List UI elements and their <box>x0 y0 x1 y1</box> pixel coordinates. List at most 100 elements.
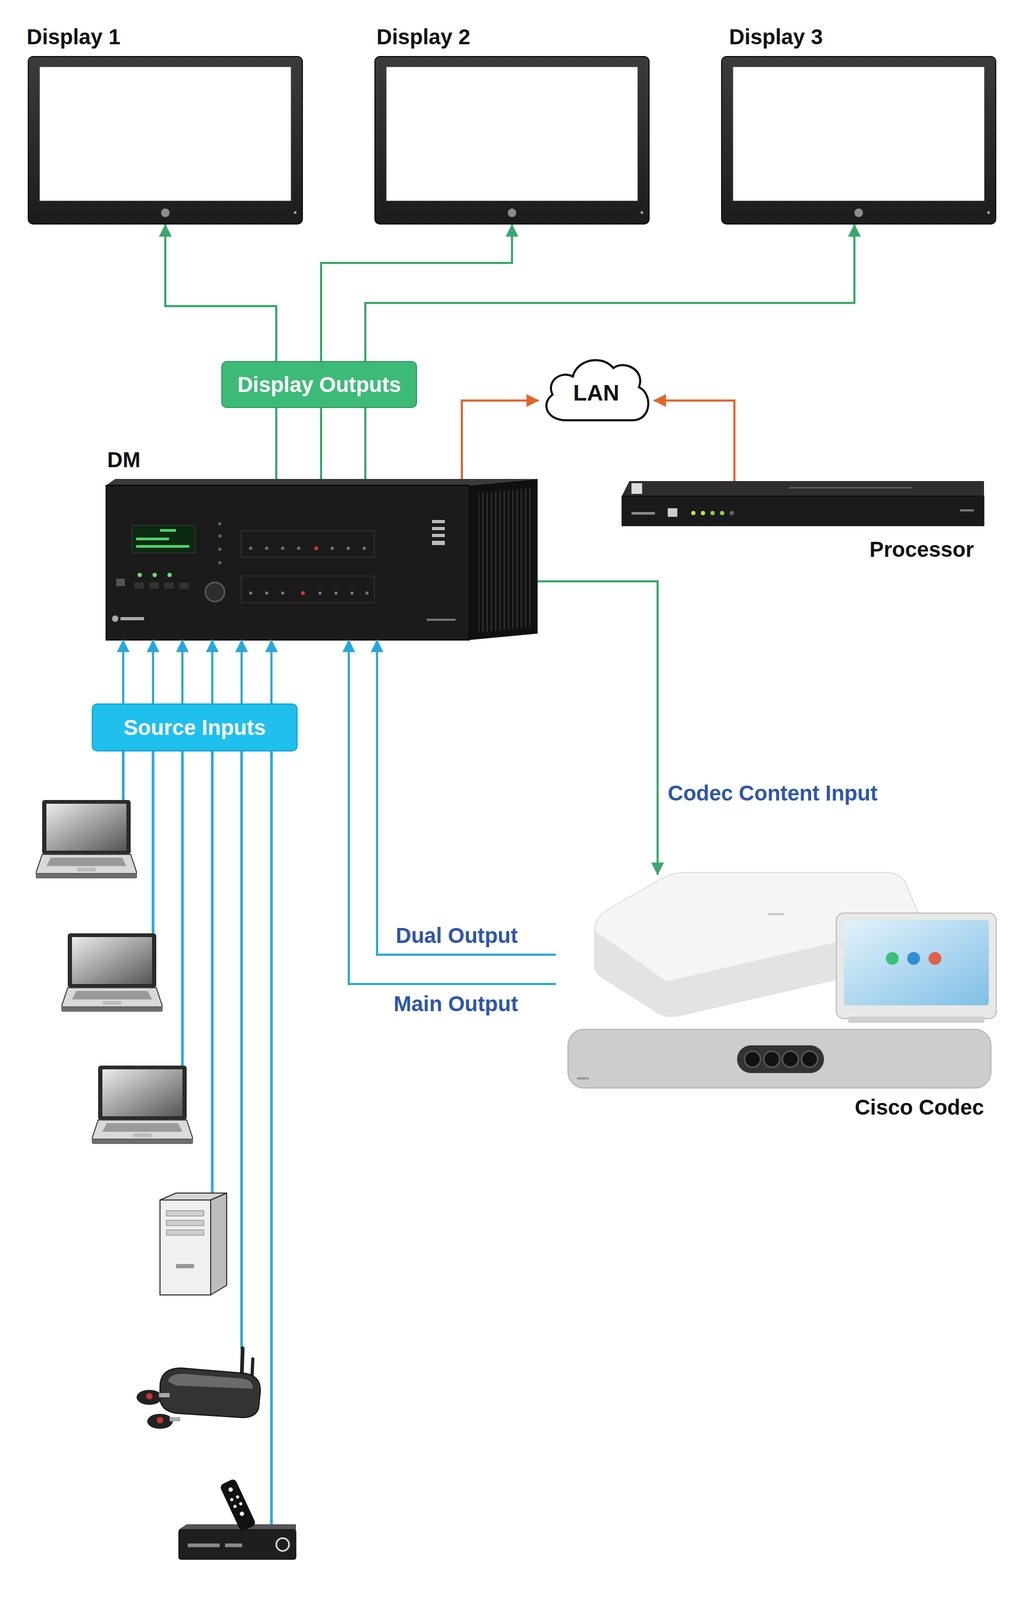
output-leds <box>334 591 338 595</box>
logo-mark <box>432 533 445 538</box>
connector <box>320 408 323 479</box>
processor-logo <box>631 512 655 515</box>
touch-panel-stand <box>848 1016 985 1023</box>
power-led <box>640 211 644 214</box>
connector <box>377 640 556 955</box>
monitor-screen <box>732 66 985 202</box>
logo-mark <box>432 540 445 546</box>
output-leds <box>365 591 369 595</box>
logo-mark <box>432 526 445 531</box>
presenter-base <box>160 1368 261 1418</box>
camera-lens <box>801 1051 818 1068</box>
input-leds <box>362 546 366 550</box>
output-leds <box>249 591 253 595</box>
input-button-row <box>241 530 375 558</box>
video-codec: Cisco Codec <box>555 874 1011 1094</box>
edge-label: Codec Content Input <box>667 781 878 805</box>
camera-housing <box>737 1045 824 1074</box>
cloud-outline <box>546 360 648 421</box>
control-processor-illustration <box>621 481 984 526</box>
connector <box>240 640 243 704</box>
logo-mark <box>432 520 445 524</box>
power-led <box>293 211 297 214</box>
processor-trim <box>789 486 912 489</box>
output-leds <box>318 591 322 595</box>
drive-bay <box>166 1210 204 1216</box>
remote-button <box>233 1504 238 1509</box>
input-leds <box>249 546 253 550</box>
device-label: Processor <box>869 537 974 562</box>
lcd-line <box>136 545 190 548</box>
input-leds <box>346 546 350 550</box>
touch-button <box>885 952 899 965</box>
model-mark <box>960 509 974 512</box>
disc-slot <box>187 1543 220 1548</box>
connector <box>122 640 125 704</box>
input-leds <box>330 546 334 550</box>
power-button <box>276 1538 290 1551</box>
wireless-presenter-illustration <box>136 1348 261 1429</box>
drive-bay <box>166 1220 204 1226</box>
menu-led <box>218 547 222 551</box>
chassis-front <box>106 485 470 640</box>
connector <box>653 400 735 482</box>
front-button <box>164 582 174 589</box>
monitor-logo <box>854 208 863 218</box>
camera-lens <box>782 1051 799 1068</box>
source-wire <box>270 751 274 1527</box>
display-label: Display 1 <box>26 25 121 49</box>
network-label: LAN <box>573 380 620 406</box>
remote-button <box>238 1501 243 1506</box>
output-group-box: Display Outputs <box>221 361 418 408</box>
connector <box>270 640 273 704</box>
connector <box>461 400 539 479</box>
usb-port <box>667 508 678 517</box>
status-led <box>137 572 142 578</box>
front-button <box>179 582 189 589</box>
codec-logo <box>768 913 784 916</box>
monitor-screen <box>386 66 638 202</box>
connector <box>275 408 278 479</box>
status-led <box>710 510 715 516</box>
connector <box>364 408 367 479</box>
touch-panel <box>836 913 997 1019</box>
monitor-logo <box>161 208 170 218</box>
connector <box>211 640 214 704</box>
remote-button <box>238 1510 245 1517</box>
video-codec-illustration <box>568 872 997 1088</box>
soundbar <box>568 1029 991 1088</box>
monitor-screen <box>39 66 292 202</box>
usb-port <box>116 578 125 587</box>
group-label: Source Inputs <box>123 715 267 740</box>
edge-label: Dual Output <box>395 923 518 948</box>
presenter-led <box>156 1417 164 1424</box>
presenter-top <box>168 1373 253 1389</box>
drive-bay <box>166 1229 204 1236</box>
chassis-side <box>469 478 538 640</box>
menu-led <box>218 534 222 538</box>
input-leds <box>281 546 285 550</box>
drive-bay <box>176 1264 195 1269</box>
edge-label: Main Output <box>393 992 518 1016</box>
touch-button <box>928 952 942 965</box>
connector <box>348 640 556 984</box>
set-top-box-illustration <box>178 1478 296 1560</box>
processor-top <box>621 481 984 496</box>
status-led <box>700 510 706 516</box>
control-processor: Processor <box>621 481 984 526</box>
camera-lens <box>744 1051 761 1068</box>
network-cloud: LAN <box>538 352 654 429</box>
display-label: Display 3 <box>729 25 823 49</box>
processor-front <box>621 496 984 526</box>
lcd-line <box>160 529 176 532</box>
brand-logo <box>120 617 144 621</box>
touch-button <box>907 952 920 965</box>
model-mark <box>426 618 456 621</box>
remote-body <box>219 1478 257 1533</box>
display-label: Display 2 <box>376 25 471 49</box>
status-led <box>720 510 725 516</box>
device-label: Cisco Codec <box>854 1095 984 1119</box>
set-top-box-top <box>178 1524 296 1530</box>
menu-led <box>218 522 222 526</box>
